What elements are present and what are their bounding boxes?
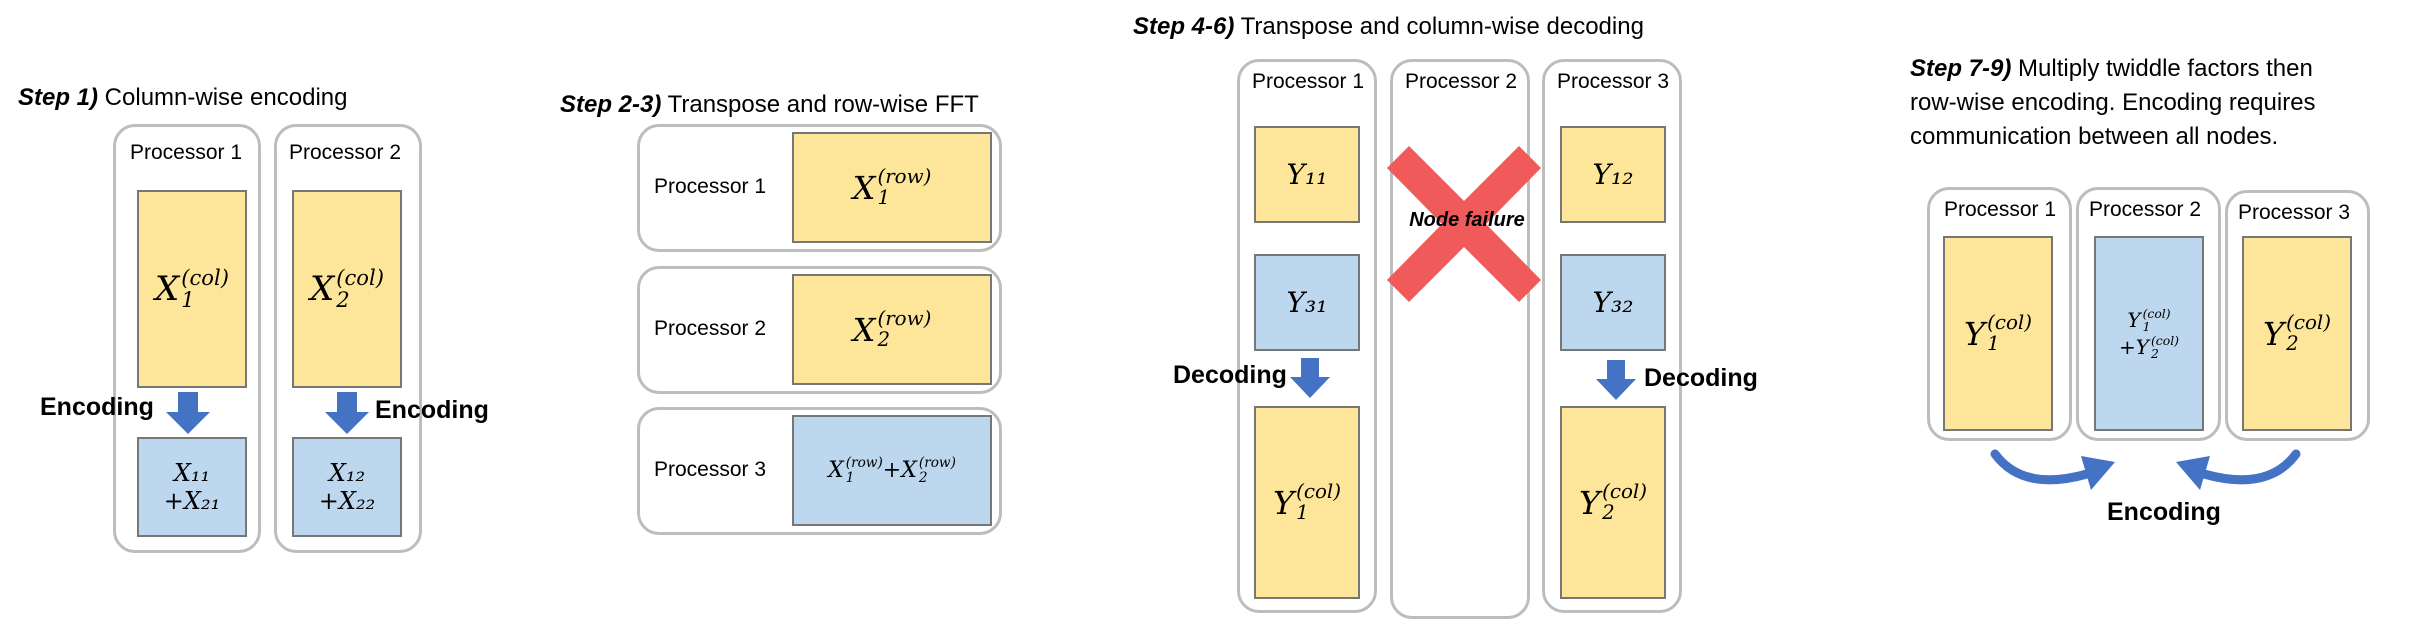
step79-description: Step 7-9) Multiply twiddle factors then …: [1910, 55, 2316, 150]
block-x2-col: X (col)2: [292, 190, 402, 388]
step23-title: Step 2-3) Transpose and row-wise FFT: [560, 91, 979, 118]
block-y31: Y₃₁: [1254, 254, 1360, 351]
block-line: +X₂₁: [163, 487, 221, 515]
block-y32: Y₃₂: [1560, 254, 1666, 351]
failure-cross-icon: [1387, 146, 1541, 302]
decoding-label: Decoding: [1173, 361, 1287, 389]
processor-label: Processor 2: [1405, 70, 1518, 93]
block-y1-col: Y (col)1: [1254, 406, 1360, 599]
block-line: +X₂₂: [318, 487, 376, 515]
curved-arrow-icon: [2176, 449, 2301, 490]
processor-label: Processor 3: [654, 458, 767, 481]
block-y2-col: Y (col)2: [2242, 236, 2352, 431]
block-x12-plus-x22: X₁₂ +X₂₂: [292, 437, 402, 537]
block-y12: Y₁₂: [1560, 126, 1666, 223]
decoding-label: Decoding: [1644, 364, 1758, 392]
processor-label: Processor 1: [1252, 70, 1365, 93]
processor-label: Processor 1: [1944, 198, 2057, 221]
block-line: X₁₁: [173, 459, 211, 487]
curved-arrow-icon: [1990, 449, 2115, 490]
block-x11-plus-x21: X₁₁ +X₂₁: [137, 437, 247, 537]
block-y11: Y₁₁: [1254, 126, 1360, 223]
block-line: X₁₂: [328, 459, 366, 487]
encoding-label: Encoding: [2107, 498, 2221, 526]
down-arrow-icon: [166, 392, 210, 434]
encoding-label: Encoding: [375, 396, 489, 424]
block-y1-col-plus-y2-col: Y (col)1 +Y (col)2: [2094, 236, 2204, 431]
processor-label: Processor 1: [130, 141, 243, 164]
processor-label: Processor 2: [654, 317, 767, 340]
step46-processor-2: Processor 2: [1390, 59, 1530, 619]
processor-label: Processor 2: [289, 141, 402, 164]
block-x2-row: X (row)2: [792, 274, 992, 385]
processor-label: Processor 1: [654, 175, 767, 198]
down-arrow-icon: [325, 392, 369, 434]
step1-title: Step 1) Column-wise encoding: [18, 84, 348, 111]
block-x1-col: X (col)1: [137, 190, 247, 388]
processor-label: Processor 3: [2238, 201, 2351, 224]
encoding-label: Encoding: [40, 393, 154, 421]
block-y1-col: Y (col)1: [1943, 236, 2053, 431]
processor-label: Processor 3: [1557, 70, 1670, 93]
processor-label: Processor 2: [2089, 198, 2202, 221]
block-y2-col: Y (col)2: [1560, 406, 1666, 599]
step46-title: Step 4-6) Transpose and column-wise deco…: [1133, 13, 1644, 40]
block-x1-row: X (row)1: [792, 132, 992, 243]
block-x1-row-plus-x2-row: X (row)1 + X (row)2: [792, 415, 992, 526]
down-arrow-icon: [1596, 360, 1636, 400]
down-arrow-icon: [1290, 358, 1330, 398]
node-failure-label: Node failure: [1409, 209, 1525, 231]
